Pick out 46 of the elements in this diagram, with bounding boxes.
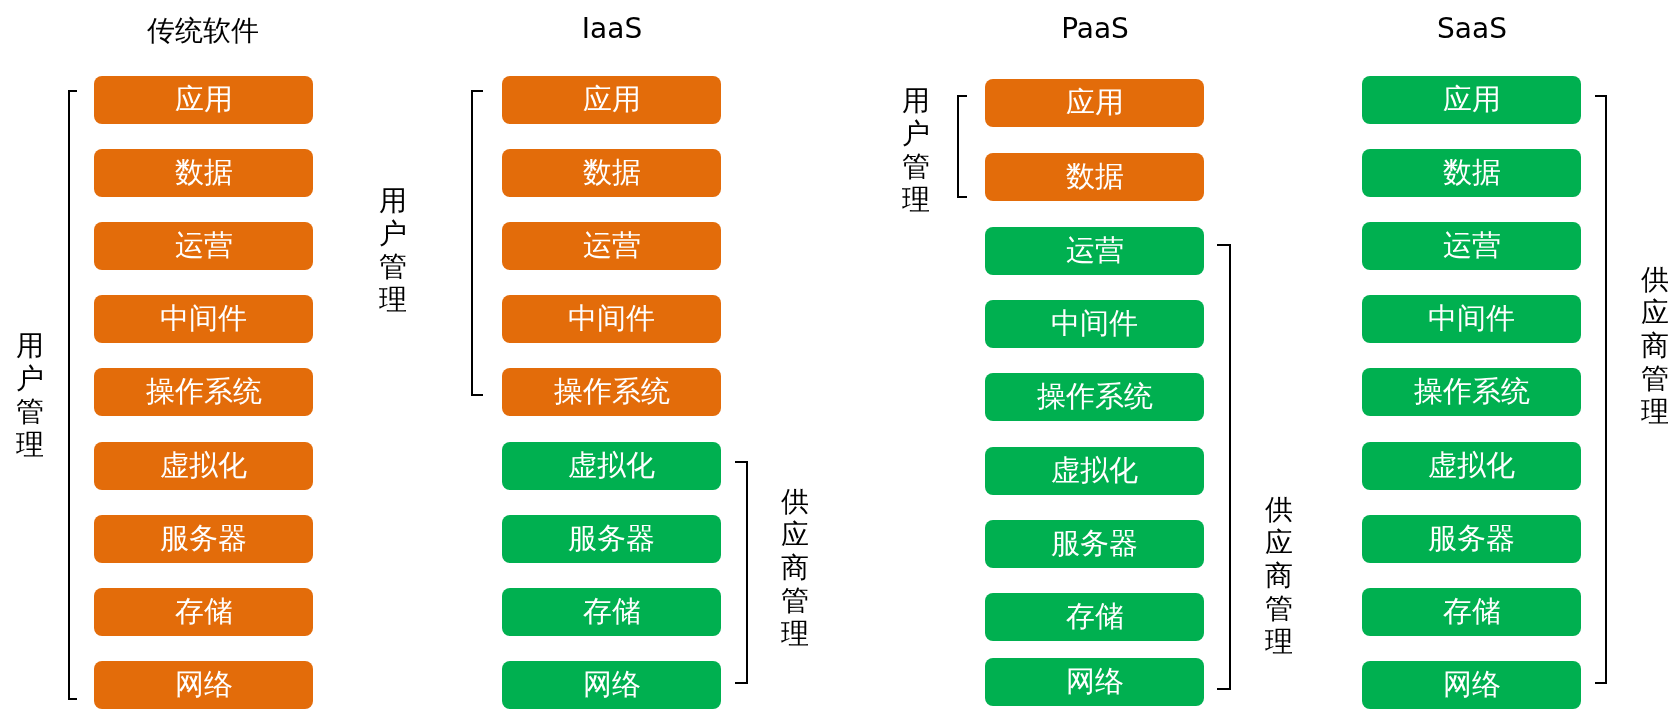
- layer-box: 服务器: [1362, 515, 1581, 563]
- layer-box: 存储: [502, 588, 721, 636]
- layer-box: 运营: [502, 222, 721, 270]
- layer-box: 运营: [94, 222, 313, 270]
- layer-box: 操作系统: [985, 373, 1204, 421]
- layer-box: 应用: [94, 76, 313, 124]
- layer-box: 应用: [985, 79, 1204, 127]
- layer-box: 操作系统: [94, 368, 313, 416]
- layer-box: 网络: [502, 661, 721, 709]
- layer-box: 中间件: [94, 295, 313, 343]
- layer-box: 服务器: [985, 520, 1204, 568]
- layer-box: 服务器: [94, 515, 313, 563]
- layer-box: 虚拟化: [985, 447, 1204, 495]
- layer-box: 操作系统: [502, 368, 721, 416]
- layer-box: 应用: [502, 76, 721, 124]
- bracket-label: 用户管理: [15, 329, 45, 461]
- bracket-label: 用户管理: [901, 84, 931, 216]
- column-heading: PaaS: [1061, 12, 1129, 45]
- layer-box: 中间件: [502, 295, 721, 343]
- layer-box: 存储: [985, 593, 1204, 641]
- layer-box: 中间件: [985, 300, 1204, 348]
- layer-box: 虚拟化: [1362, 442, 1581, 490]
- column-heading: SaaS: [1437, 12, 1507, 45]
- layer-box: 中间件: [1362, 295, 1581, 343]
- layer-box: 运营: [1362, 222, 1581, 270]
- layer-box: 数据: [94, 149, 313, 197]
- layer-box: 虚拟化: [94, 442, 313, 490]
- layer-box: 存储: [94, 588, 313, 636]
- bracket-label: 用户管理: [378, 184, 408, 316]
- layer-box: 网络: [94, 661, 313, 709]
- layer-box: 服务器: [502, 515, 721, 563]
- layer-box: 虚拟化: [502, 442, 721, 490]
- layer-box: 数据: [1362, 149, 1581, 197]
- column-heading: IaaS: [581, 12, 643, 45]
- bracket-label: 供应商管理: [1640, 262, 1670, 428]
- bracket-label: 供应商管理: [780, 484, 810, 650]
- column-heading: 传统软件: [147, 13, 259, 49]
- layer-box: 运营: [985, 227, 1204, 275]
- layer-box: 网络: [985, 658, 1204, 706]
- layer-box: 网络: [1362, 661, 1581, 709]
- layer-box: 存储: [1362, 588, 1581, 636]
- layer-box: 数据: [502, 149, 721, 197]
- layer-box: 数据: [985, 153, 1204, 201]
- layer-box: 操作系统: [1362, 368, 1581, 416]
- bracket-label: 供应商管理: [1264, 492, 1294, 658]
- layer-box: 应用: [1362, 76, 1581, 124]
